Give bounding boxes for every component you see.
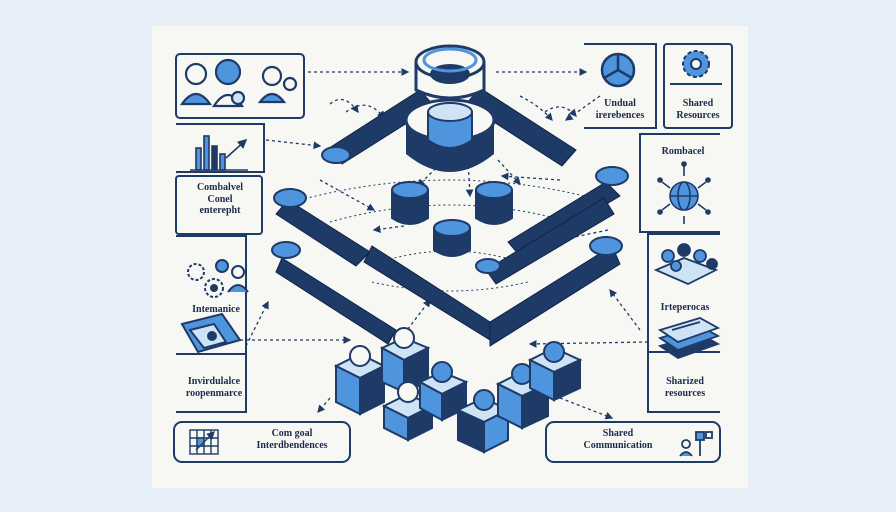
globe-network-icon <box>657 161 711 224</box>
grid-chart-icon <box>189 429 219 455</box>
shared-resources-top-line-1: Shared <box>682 98 714 109</box>
combalvel-label: Combalvel Conel enterepht <box>184 182 256 217</box>
shared-communication-line-1: Shared <box>602 428 634 439</box>
bar-chart-icon <box>190 135 248 171</box>
left-panel-frames <box>173 53 351 463</box>
iso-frame <box>275 87 621 347</box>
group-people-icon <box>653 243 719 285</box>
cubes-people <box>333 327 583 454</box>
combalvel-line-1: Combalvel <box>196 182 244 193</box>
sharized-label: Sharized resources <box>650 376 720 399</box>
undual-line-1: Undual <box>604 98 636 109</box>
shared-resources-top-label: Shared Resources <box>664 98 732 121</box>
sharized-line-1: Sharized <box>666 376 704 387</box>
pie-chart-icon <box>600 52 636 88</box>
shared-communication-label: Shared Communication <box>562 428 674 451</box>
com-goal-label: Com goal Interdbendences <box>242 428 342 451</box>
invirduralce-line-1: Invirdulalce <box>187 376 241 387</box>
invirduralce-label: Invirdulalce roopenmarce <box>182 376 246 399</box>
gears-people-icon <box>187 259 249 298</box>
undual-line-2: irerebences <box>595 109 645 121</box>
shared-communication-line-2: Communication <box>583 439 653 451</box>
map-puzzle-icon <box>180 312 242 354</box>
sharized-line-2: resources <box>664 387 706 399</box>
team-people-icon <box>179 58 298 108</box>
central-tower <box>404 44 496 172</box>
irteperocas-label: Irteperocas <box>660 302 710 313</box>
undual-label: Undual irerebences <box>584 98 656 121</box>
com-goal-line-2: Interdbendences <box>256 439 328 451</box>
combalvel-line-2: Conel <box>207 193 233 205</box>
gear-icon <box>670 50 722 85</box>
shared-resources-top-line-2: Resources <box>676 109 720 121</box>
rombacel-label: Rombacel <box>661 146 705 157</box>
documents-icon <box>657 317 721 359</box>
com-goal-line-1: Com goal <box>271 428 313 439</box>
people-chart-icon <box>679 431 713 457</box>
cylinders <box>391 181 513 257</box>
invirduralce-line-2: roopenmarce <box>185 387 243 399</box>
internanice-label: Intemanice <box>192 304 240 315</box>
combalvel-line-3: enterepht <box>199 205 241 216</box>
iso-frame-faces <box>271 146 629 274</box>
